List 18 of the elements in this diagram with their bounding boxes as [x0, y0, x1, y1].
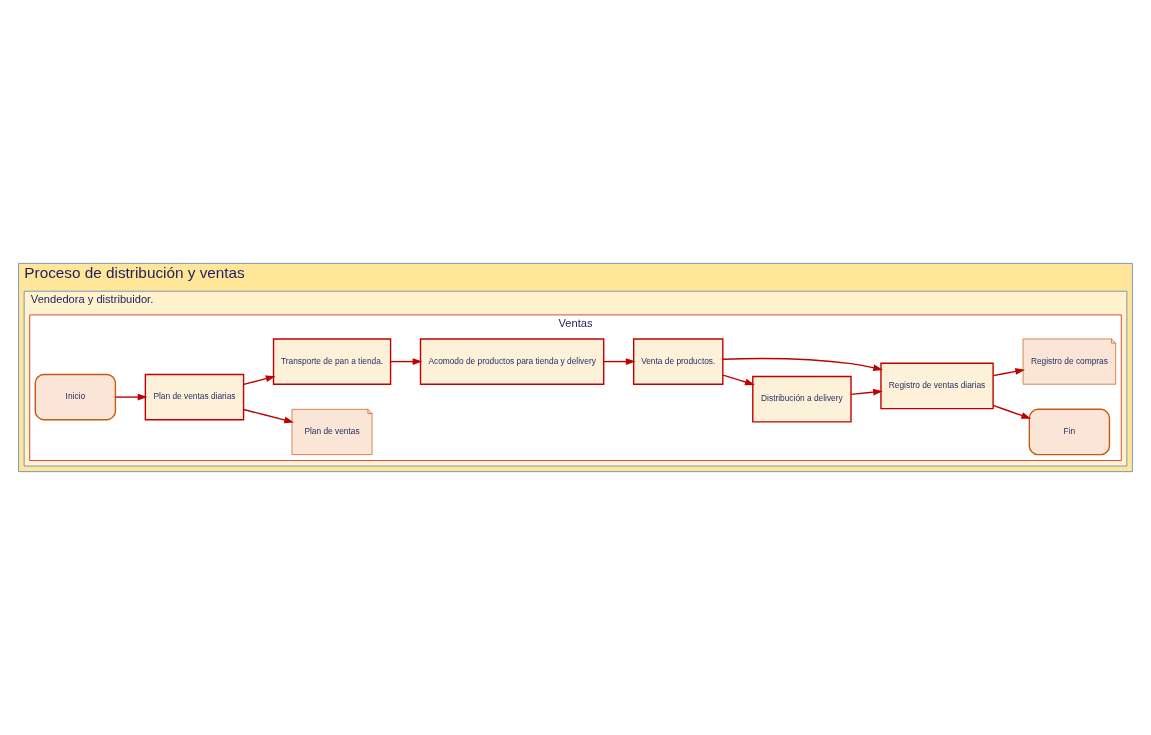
arrow	[390, 358, 423, 365]
node-box: Registro de ventas diarias	[880, 362, 994, 410]
node-box: Transporte de pan a tienda.	[272, 338, 392, 385]
arrow	[992, 368, 1026, 377]
arrow	[114, 393, 148, 401]
arrow	[850, 388, 883, 396]
node-box: Fin	[1028, 408, 1111, 456]
arrow	[722, 374, 755, 386]
arrow	[992, 404, 1032, 419]
arrow	[243, 375, 276, 386]
node-box: Plan de ventas diarias	[144, 373, 245, 421]
arrow	[603, 358, 636, 365]
node-box: Acomodo de productos para tienda y delivery	[419, 338, 605, 385]
node-box: Distribución a delivery	[752, 375, 852, 423]
arrow	[722, 357, 883, 372]
node-box: Inicio	[34, 373, 117, 421]
node-box: Venta de productos.	[632, 338, 724, 385]
arrow	[243, 408, 294, 424]
